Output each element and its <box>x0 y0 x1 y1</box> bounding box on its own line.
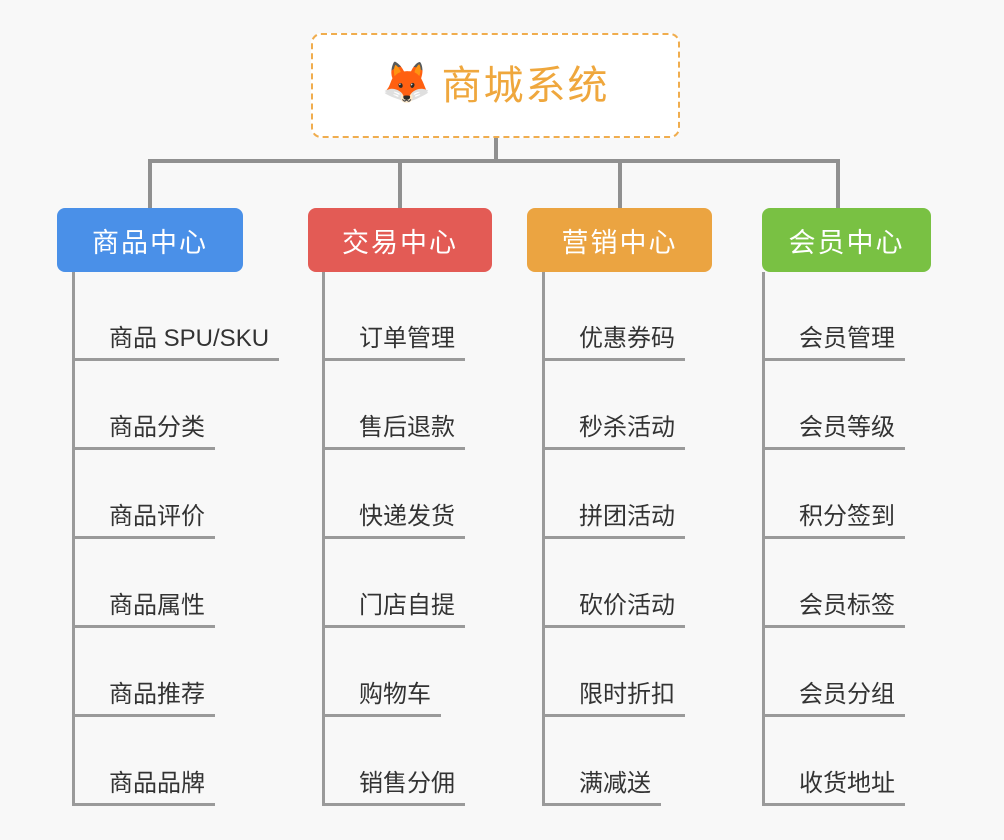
leaf-column-product-center: 商品 SPU/SKU 商品分类商品评价商品属性商品推荐商品品牌 <box>72 272 280 806</box>
leaf-item-label: 商品属性 <box>72 592 215 628</box>
leaf-item[interactable]: 拼团活动 <box>542 450 685 539</box>
connector-horizontal-bar <box>148 159 840 163</box>
connector-drop-member-center <box>836 159 840 209</box>
leaf-item[interactable]: 秒杀活动 <box>542 361 685 450</box>
leaf-item[interactable]: 售后退款 <box>322 361 465 450</box>
leaf-item-label: 会员等级 <box>762 414 905 450</box>
leaf-item[interactable]: 限时折扣 <box>542 628 685 717</box>
leaf-item-label: 订单管理 <box>322 325 465 361</box>
leaf-item-label: 限时折扣 <box>542 681 685 717</box>
leaf-spine <box>542 272 545 806</box>
leaf-column-trade-center: 订单管理售后退款快递发货门店自提购物车销售分佣 <box>322 272 465 806</box>
leaf-item-label: 会员标签 <box>762 592 905 628</box>
leaf-item-label: 快递发货 <box>322 503 465 539</box>
category-label: 会员中心 <box>788 227 905 258</box>
leaf-item[interactable]: 商品属性 <box>72 539 279 628</box>
connector-drop-product-center <box>148 159 152 209</box>
leaf-item-label: 门店自提 <box>322 592 465 628</box>
connector-root-stem <box>494 138 498 162</box>
leaf-item-label: 秒杀活动 <box>542 414 685 450</box>
fox-face-icon: 🦊 <box>381 60 432 105</box>
leaf-item[interactable]: 订单管理 <box>322 272 465 361</box>
leaf-item[interactable]: 优惠券码 <box>542 272 685 361</box>
leaf-item-label: 商品品牌 <box>72 770 215 806</box>
leaf-column-member-center: 会员管理会员等级积分签到会员标签会员分组收货地址 <box>762 272 905 806</box>
leaf-item-label: 商品评价 <box>72 503 215 539</box>
leaf-item-label: 满减送 <box>542 770 661 806</box>
leaf-item[interactable]: 门店自提 <box>322 539 465 628</box>
leaf-item[interactable]: 积分签到 <box>762 450 905 539</box>
connector-drop-trade-center <box>398 159 402 209</box>
leaf-item-label: 砍价活动 <box>542 592 685 628</box>
leaf-item[interactable]: 会员标签 <box>762 539 905 628</box>
category-box-trade-center[interactable]: 交易中心 <box>308 208 492 272</box>
leaf-item-label: 商品分类 <box>72 414 215 450</box>
category-label: 营销中心 <box>561 227 678 258</box>
leaf-item[interactable]: 砍价活动 <box>542 539 685 628</box>
leaf-item-label: 会员管理 <box>762 325 905 361</box>
connector-drop-marketing-center <box>618 159 622 209</box>
leaf-item-label: 销售分佣 <box>322 770 465 806</box>
leaf-column-marketing-center: 优惠券码秒杀活动拼团活动砍价活动限时折扣满减送 <box>542 272 685 806</box>
leaf-spine <box>72 272 75 806</box>
leaf-item[interactable]: 快递发货 <box>322 450 465 539</box>
leaf-item[interactable]: 收货地址 <box>762 717 905 806</box>
leaf-item-label: 积分签到 <box>762 503 905 539</box>
leaf-item-label: 优惠券码 <box>542 325 685 361</box>
leaf-spine <box>322 272 325 806</box>
leaf-item[interactable]: 会员等级 <box>762 361 905 450</box>
category-label: 商品中心 <box>92 227 208 258</box>
category-label: 交易中心 <box>342 227 458 258</box>
leaf-item[interactable]: 销售分佣 <box>322 717 465 806</box>
category-box-marketing-center[interactable]: 营销中心 <box>527 208 712 272</box>
leaf-item-label: 拼团活动 <box>542 503 685 539</box>
leaf-item[interactable]: 会员管理 <box>762 272 905 361</box>
leaf-item[interactable]: 商品推荐 <box>72 628 279 717</box>
leaf-item[interactable]: 购物车 <box>322 628 465 717</box>
leaf-item-label: 商品 SPU/SKU <box>72 325 280 361</box>
root-title: 商城系统 <box>441 63 610 108</box>
leaf-item-label: 购物车 <box>322 681 441 717</box>
leaf-item-label: 收货地址 <box>762 770 905 806</box>
leaf-item[interactable]: 满减送 <box>542 717 685 806</box>
leaf-item-label: 会员分组 <box>762 681 905 717</box>
root-node[interactable]: 🦊 商城系统 <box>311 33 680 138</box>
leaf-item-label: 售后退款 <box>322 414 465 450</box>
leaf-item[interactable]: 商品 SPU/SKU <box>72 272 280 361</box>
category-box-member-center[interactable]: 会员中心 <box>762 208 931 272</box>
leaf-item[interactable]: 商品分类 <box>72 361 279 450</box>
leaf-item[interactable]: 会员分组 <box>762 628 905 717</box>
leaf-item-label: 商品推荐 <box>72 681 215 717</box>
category-box-product-center[interactable]: 商品中心 <box>57 208 243 272</box>
leaf-item[interactable]: 商品评价 <box>72 450 279 539</box>
leaf-item[interactable]: 商品品牌 <box>72 717 279 806</box>
leaf-spine <box>762 272 765 806</box>
